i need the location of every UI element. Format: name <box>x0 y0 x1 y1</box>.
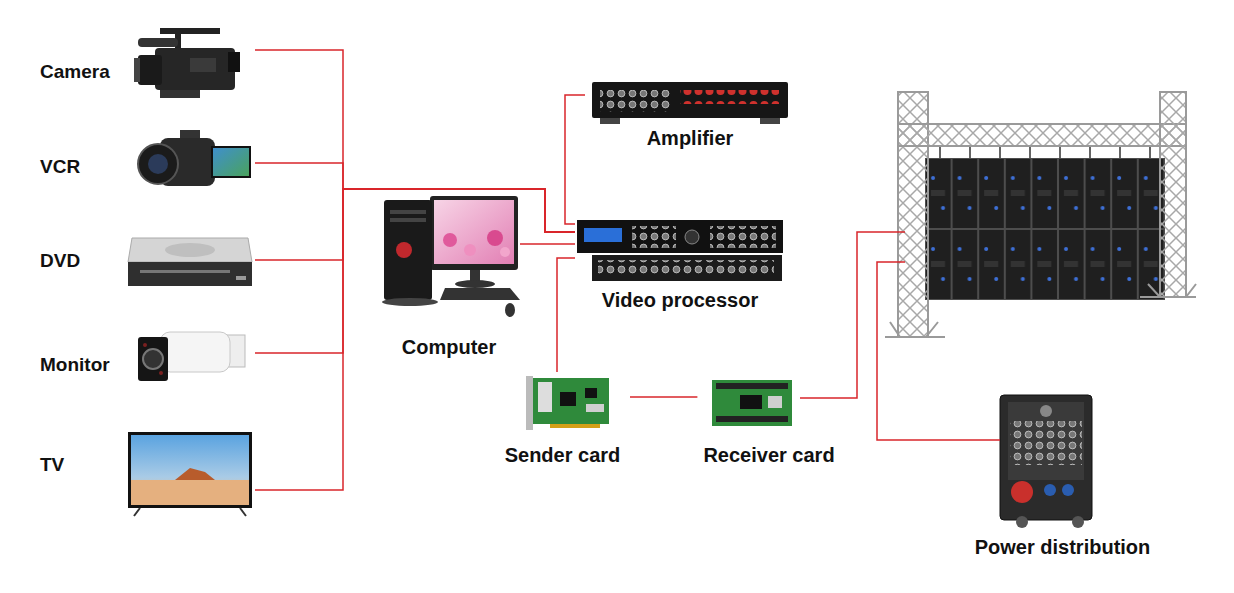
tv-icon <box>128 432 252 516</box>
signal-cable <box>565 95 585 224</box>
security-camera-icon <box>138 332 245 381</box>
power-distribution-icon <box>1000 395 1092 528</box>
sender-card-icon <box>526 376 609 430</box>
device-node: Video processor <box>575 216 785 318</box>
signal-cable <box>255 189 575 353</box>
device-node: Receiver card <box>697 372 840 468</box>
device-label: Amplifier <box>647 127 734 149</box>
device-label: Computer <box>402 336 496 358</box>
computer-icon <box>382 196 520 317</box>
device-label: Video processor <box>602 289 758 311</box>
device-node: Power distribution <box>960 392 1165 562</box>
signal-cable <box>520 243 575 245</box>
device-label: Camera <box>40 61 110 83</box>
camera-icon <box>134 28 240 98</box>
device-node: TV <box>30 428 255 520</box>
device-label: VCR <box>40 156 80 178</box>
device-node: Sender card <box>495 372 630 468</box>
handycam-icon <box>138 130 250 186</box>
device-label: Monitor <box>40 354 110 376</box>
device-node: DVD <box>30 222 255 297</box>
signal-cable <box>255 50 575 232</box>
device-label: Power distribution <box>975 536 1151 558</box>
video-processor-icon <box>577 220 783 281</box>
device-label: DVD <box>40 250 80 272</box>
device-node: Monitor <box>30 320 255 400</box>
signal-cable <box>630 396 697 398</box>
receiver-card-icon <box>712 380 792 426</box>
dvd-drive-icon <box>128 238 252 286</box>
device-label: Sender card <box>505 444 621 466</box>
device-node: VCR <box>30 122 255 207</box>
led-screen-truss <box>885 92 1196 337</box>
amplifier-icon <box>592 82 788 124</box>
device-node: Computer <box>378 194 520 362</box>
device-node: Amplifier <box>585 78 795 150</box>
screen-cable <box>800 232 905 398</box>
device-label: Receiver card <box>703 444 834 466</box>
device-node: Camera <box>30 22 255 102</box>
signal-cable <box>557 258 575 372</box>
device-label: TV <box>40 454 64 476</box>
signal-cable <box>255 189 575 260</box>
signal-cable <box>255 163 575 232</box>
power-cable <box>877 262 1000 440</box>
